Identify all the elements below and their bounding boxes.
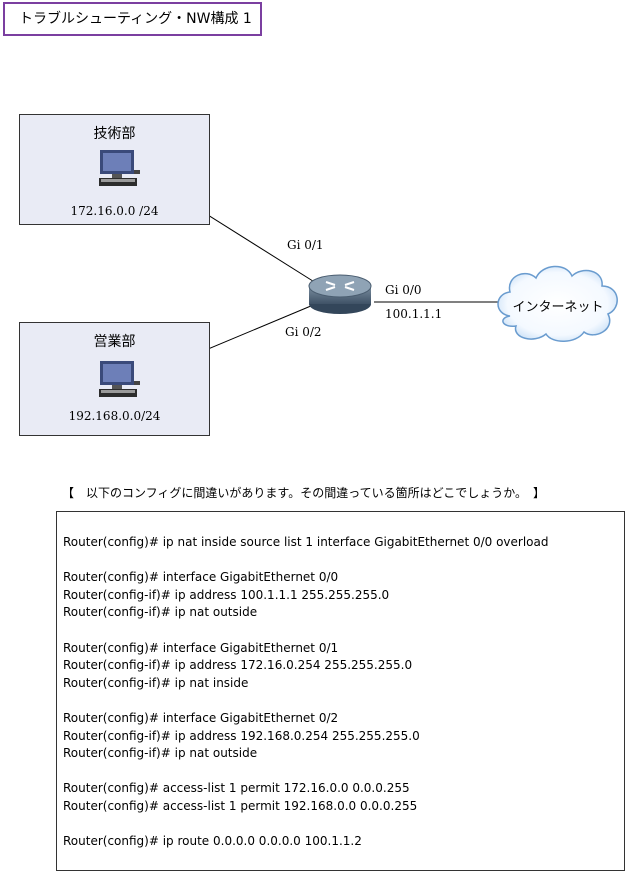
config-box: Router(config)# ip nat inside source lis… (56, 511, 625, 871)
iface-label-gi02: Gi 0/2 (285, 325, 322, 339)
config-line: Router(config-if)# ip address 192.168.0.… (63, 728, 420, 743)
config-line: Router(config-if)# ip address 172.16.0.2… (63, 658, 413, 673)
config-line: Router(config)# access-list 1 permit 192… (63, 798, 418, 813)
dept-subnet-sales: 192.168.0.0/24 (68, 409, 161, 423)
pc-icon (99, 361, 140, 397)
dept-box-tech: 技術部 172.16.0.0 /24 (19, 114, 210, 225)
dept-subnet-tech: 172.16.0.0 /24 (70, 204, 159, 218)
internet-label: インターネット (512, 300, 604, 315)
config-line: Router(config)# ip nat inside source lis… (63, 535, 549, 549)
config-line: Router(config-if)# ip nat inside (63, 675, 249, 690)
question-text: 【 以下のコンフィグに間違いがあります。その間違っている箇所はどこでしょうか。 … (62, 486, 546, 500)
pc-icon (99, 150, 140, 186)
config-lines: Router(config)# ip nat inside source lis… (63, 534, 549, 851)
config-line: Router(config)# ip route 0.0.0.0 0.0.0.0… (63, 834, 362, 849)
config-line: Router(config)# interface GigabitEtherne… (63, 710, 339, 725)
config-line: Router(config)# access-list 1 permit 172… (63, 781, 410, 796)
config-line: Router(config-if)# ip nat outside (63, 746, 258, 761)
iface-ip-gi00: 100.1.1.1 (385, 307, 443, 321)
iface-label-gi00: Gi 0/0 (385, 283, 422, 297)
config-line (63, 692, 549, 710)
config-line: Router(config-if)# ip address 100.1.1.1 … (63, 587, 390, 602)
config-line (63, 763, 549, 781)
page-title: トラブルシューティング・NW構成 1 (3, 2, 262, 36)
config-line: Router(config-if)# ip nat outside (63, 605, 258, 620)
config-line (63, 622, 549, 640)
config-line: Router(config)# interface GigabitEtherne… (63, 640, 339, 655)
internet-cloud-icon (497, 265, 618, 342)
config-line: Router(config)# interface GigabitEtherne… (63, 570, 339, 585)
dept-name-sales: 営業部 (93, 334, 136, 350)
config-line (63, 552, 549, 570)
iface-label-gi01: Gi 0/1 (287, 238, 324, 252)
config-line (63, 816, 549, 834)
router-icon (308, 274, 372, 314)
dept-box-sales: 営業部 192.168.0.0/24 (19, 322, 210, 436)
dept-name-tech: 技術部 (93, 126, 136, 142)
